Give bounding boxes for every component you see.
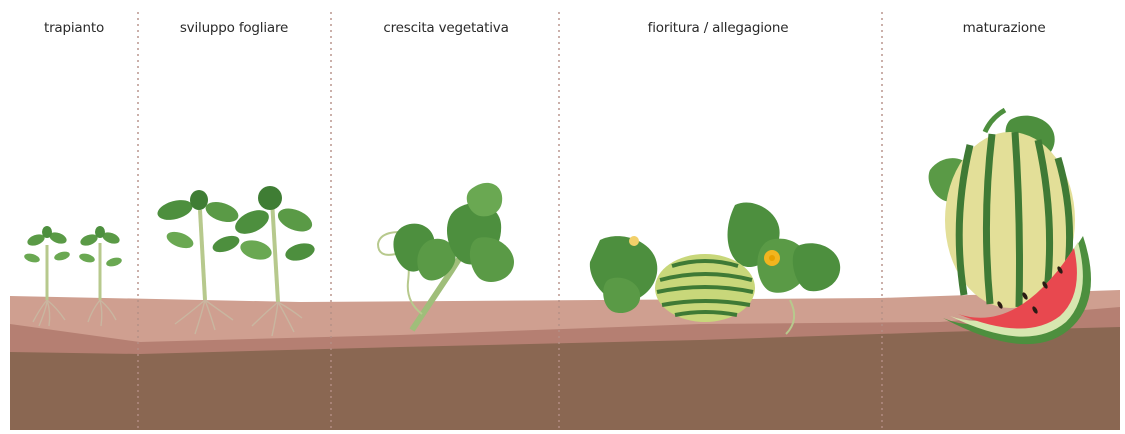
stage-label-maturazione: maturazione [963, 20, 1046, 36]
flower-icon [764, 250, 780, 266]
stage-label-fioritura-allegagione: fioritura / allegagione [648, 20, 789, 36]
stage-label-trapianto: trapianto [44, 20, 104, 36]
stage-label-crescita-vegetativa: crescita vegetativa [383, 20, 508, 36]
stage-label-sviluppo-fogliare: sviluppo fogliare [180, 20, 288, 36]
soil [10, 290, 1120, 430]
